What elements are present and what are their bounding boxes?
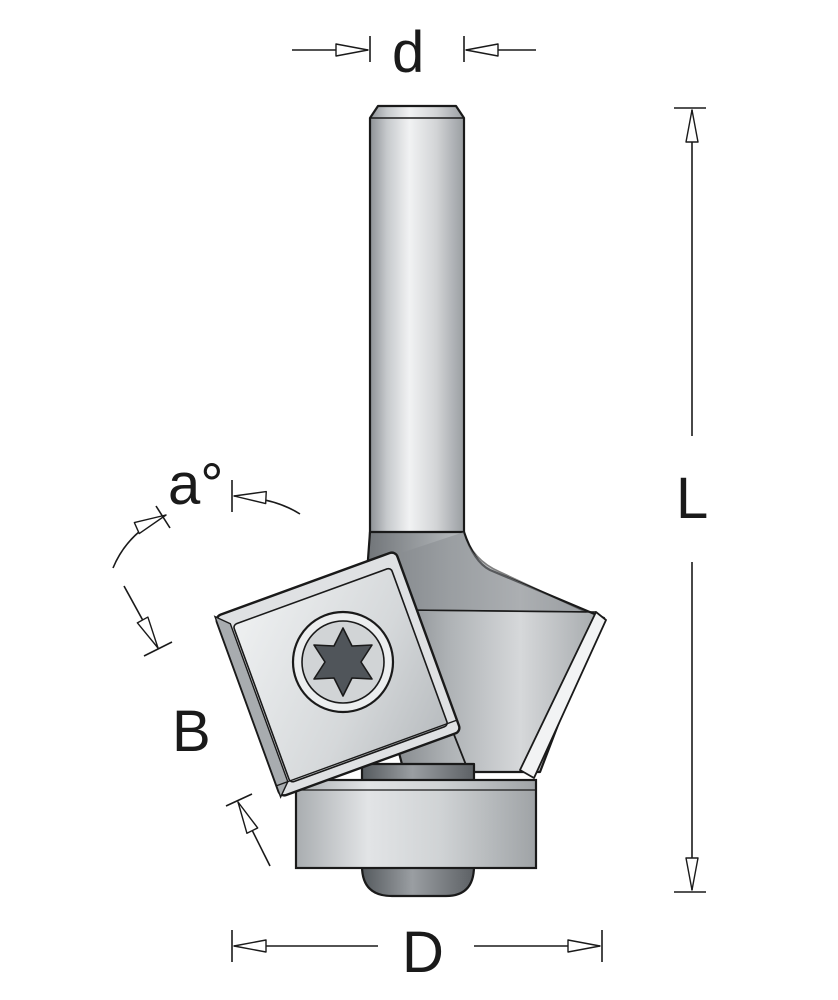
dimension-angle: [112, 480, 301, 569]
body-edge-line: [404, 609, 597, 613]
label-cutting-length: B: [172, 699, 211, 764]
dimension-L: [674, 107, 706, 893]
arrow-B-upper: [123, 585, 159, 649]
label-angle: a°: [168, 452, 224, 517]
router-bit: [213, 104, 607, 898]
tick-B-upper: [143, 641, 173, 657]
label-shank-diameter: d: [392, 20, 425, 85]
dimension-B: [123, 585, 271, 867]
torx-star-icon: [313, 627, 373, 697]
tick-B-lower: [225, 793, 253, 807]
dimension-d: [292, 36, 536, 62]
angle-arc-left: [112, 514, 167, 569]
arrow-B-lower: [237, 801, 271, 867]
label-overall-length: L: [676, 466, 709, 531]
insert-bottom-edge: [276, 719, 458, 787]
shank: [368, 104, 466, 562]
torx-screw: [291, 610, 395, 714]
bearing: [294, 778, 538, 870]
secondary-insert-edge: [519, 611, 607, 779]
angle-arc-upper: [233, 490, 301, 515]
angle-tick-left: [155, 505, 171, 529]
dimension-D: [231, 930, 603, 962]
label-cutting-diameter: D: [402, 920, 444, 985]
